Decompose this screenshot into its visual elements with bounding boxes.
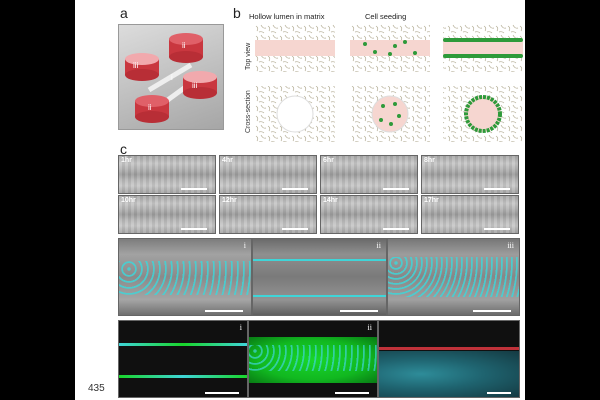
- scale-bar: [282, 228, 308, 230]
- chip-iii-left: [125, 53, 159, 81]
- time-label: 6hr: [323, 157, 334, 164]
- time-label: 10hr: [121, 197, 136, 204]
- lumen-xs-1: [276, 95, 314, 133]
- row-label-cross-section: Cross-section: [245, 90, 252, 133]
- scale-bar: [205, 310, 243, 312]
- scale-bar: [181, 188, 207, 190]
- subpanel-label: iii: [507, 241, 514, 250]
- seeded-cells-top: [363, 40, 417, 56]
- timelapse-14hr: 14hr: [320, 195, 418, 234]
- timelapse-10hr: 10hr: [118, 195, 216, 234]
- panel-f-image: [378, 320, 520, 398]
- nuclei-layer: [388, 257, 519, 297]
- monolayer-xs: [464, 95, 502, 133]
- vessel-wall-top: [119, 343, 247, 346]
- timelapse-17hr: 17hr: [421, 195, 519, 234]
- vessel-wall-bottom: [253, 295, 386, 297]
- lumen-top-1: [255, 40, 335, 56]
- chip-label-iii-right: iii: [192, 81, 198, 90]
- chip-label-ii-top: ii: [182, 41, 186, 50]
- chip-illustration: [125, 33, 217, 123]
- lumen-top-2: [350, 40, 430, 56]
- cyan-cell-body: [379, 351, 519, 397]
- lumen-top-3: [443, 40, 523, 56]
- time-label: 8hr: [424, 157, 435, 164]
- panel-d-ii-image: ii: [252, 238, 387, 316]
- scale-bar: [282, 188, 308, 190]
- scale-bar: [205, 392, 239, 394]
- scale-bar: [473, 310, 511, 312]
- scale-bar: [383, 188, 409, 190]
- timelapse-6hr: 6hr: [320, 155, 418, 194]
- timelapse-4hr: 4hr: [219, 155, 317, 194]
- nuclei-layer: [249, 345, 377, 371]
- red-membrane-line: [379, 347, 519, 350]
- scale-bar: [383, 228, 409, 230]
- lumen-xs-2: [371, 95, 409, 133]
- time-label: 14hr: [323, 197, 338, 204]
- subpanel-label: ii: [376, 241, 381, 250]
- time-label: 17hr: [424, 197, 439, 204]
- monolayer-top: [443, 38, 523, 58]
- panel-e-ii-image: ii: [248, 320, 378, 398]
- lumen-xs-3: [465, 96, 501, 132]
- time-label: 4hr: [222, 157, 233, 164]
- subpanel-label: i: [243, 241, 246, 250]
- chip-ii-bottom: [135, 95, 169, 123]
- scale-bar: [484, 228, 510, 230]
- timelapse-1hr: 1hr: [118, 155, 216, 194]
- timelapse-8hr: 8hr: [421, 155, 519, 194]
- time-label: 12hr: [222, 197, 237, 204]
- subpanel-label: ii: [367, 323, 372, 332]
- chip-label-i-center: i: [171, 73, 173, 82]
- panel-e-i-image: i: [118, 320, 248, 398]
- nuclei-layer: [119, 261, 251, 295]
- chip-label-iii-left: iii: [133, 61, 139, 70]
- line-number: 435: [88, 383, 105, 394]
- panel-label-b: b: [233, 5, 241, 21]
- seeded-cells-xs: [379, 102, 401, 126]
- panel-label-a: a: [120, 5, 128, 21]
- chip-iii-right: [183, 71, 217, 99]
- col-header-cell-seeding: Cell seeding: [365, 12, 407, 21]
- panel-b-schematics: [255, 24, 523, 142]
- scale-bar: [181, 228, 207, 230]
- subpanel-label: i: [239, 323, 242, 332]
- scale-bar: [487, 392, 511, 394]
- panel-d-iii-image: iii: [387, 238, 520, 316]
- panel-d-i-image: i: [118, 238, 252, 316]
- row-label-top-view: Top view: [245, 42, 252, 70]
- scale-bar: [340, 310, 378, 312]
- time-label: 1hr: [121, 157, 132, 164]
- panel-label-c: c: [120, 141, 127, 157]
- vessel-wall-bottom: [119, 375, 247, 378]
- scale-bar: [335, 392, 369, 394]
- chip-ii-top: [169, 33, 203, 63]
- col-header-hollow-lumen: Hollow lumen in matrix: [249, 12, 325, 21]
- scale-bar: [484, 188, 510, 190]
- chip-label-ii-bottom: ii: [148, 103, 152, 112]
- vessel-wall-top: [253, 259, 386, 261]
- panel-a-device-render: iii ii i iii ii: [118, 24, 224, 130]
- timelapse-12hr: 12hr: [219, 195, 317, 234]
